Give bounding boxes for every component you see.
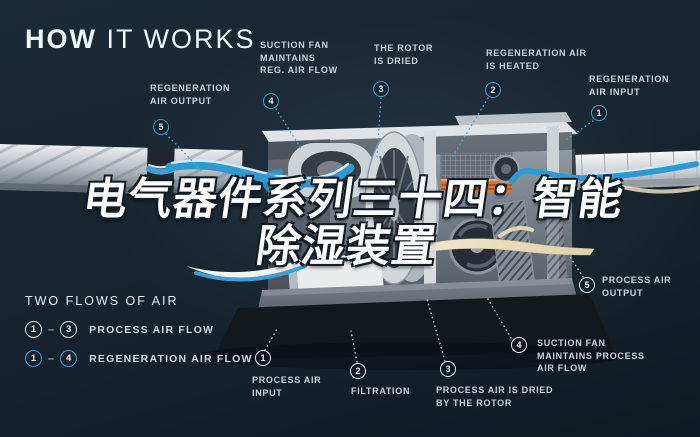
page-title: HOW IT WORKS: [25, 24, 256, 55]
step-badge-process-3: 3: [440, 361, 456, 377]
blue-flow-left: [165, 160, 355, 188]
label-suction-fan-process: SUCTION FAN MAINTAINS PROCESS AIR FLOW: [537, 338, 645, 373]
title-bold: HOW: [25, 24, 97, 54]
overlay-line1: 电气器件系列三十四：智能: [79, 175, 627, 224]
label-process-air-input: PROCESS AIR INPUT: [252, 375, 322, 398]
title-light: IT WORKS: [96, 24, 256, 54]
overlay-line2: 除湿装置: [253, 222, 441, 271]
legend-heading: TWO FLOWS OF AIR: [25, 294, 179, 308]
label-rotor-is-dried: THE ROTOR IS DRIED: [374, 43, 434, 66]
step-badge-process-2: 2: [350, 363, 366, 379]
overlay-watermark-text: 电气器件系列三十四：智能 除湿装置: [0, 175, 700, 271]
left-duct: [0, 143, 243, 197]
leader-lines-regeneration: [165, 97, 594, 171]
rotor-disc: [364, 131, 424, 285]
legend-badge-start: 1: [25, 350, 42, 367]
airflow-ribbons: [165, 159, 700, 282]
legend-badge-end: 3: [60, 321, 78, 338]
leader-lines-process: [264, 251, 584, 363]
step-badge-process-4: 4: [511, 337, 527, 353]
step-badge-process-5: 5: [579, 277, 595, 293]
legend: TWO FLOWS OF AIR 1 – 3 PROCESS AIR FLOW …: [25, 294, 253, 379]
legend-badge-end: 4: [60, 350, 78, 367]
label-regeneration-air-heated: REGENERATION AIR IS HEATED: [486, 48, 587, 71]
step-badge-regen-4: 4: [263, 93, 279, 109]
blue-flow-right: [509, 161, 699, 184]
legend-label-regeneration: REGENERATION AIR FLOW: [89, 352, 253, 365]
step-badge-regen-5: 5: [153, 119, 169, 135]
step-badge-regen-1: 1: [591, 105, 607, 121]
label-process-air-dried: PROCESS AIR IS DRIED BY THE ROTOR: [436, 385, 554, 408]
legend-row-process: 1 – 3 PROCESS AIR FLOW: [25, 321, 253, 338]
label-process-air-output: PROCESS AIR OUTPUT: [602, 275, 672, 298]
step-badge-regen-2: 2: [485, 82, 501, 98]
legend-badge-start: 1: [25, 321, 42, 338]
cream-flow: [425, 238, 595, 256]
heater-coil: [441, 179, 512, 193]
label-filtration: FILTRATION: [351, 386, 411, 396]
label-regeneration-air-output: REGENERATION AIR OUTPUT: [150, 83, 231, 106]
legend-range-dash: –: [48, 323, 55, 336]
legend-row-regeneration: 1 – 4 REGENERATION AIR FLOW: [25, 350, 253, 367]
label-regeneration-air-input: REGENERATION AIR INPUT: [589, 74, 670, 97]
label-suction-fan-reg: SUCTION FAN MAINTAINS REG. AIR FLOW: [260, 40, 338, 75]
legend-range-dash: –: [48, 352, 55, 365]
legend-label-process: PROCESS AIR FLOW: [89, 323, 215, 336]
step-badge-regen-3: 3: [373, 81, 389, 97]
step-badge-process-1: 1: [255, 350, 271, 366]
